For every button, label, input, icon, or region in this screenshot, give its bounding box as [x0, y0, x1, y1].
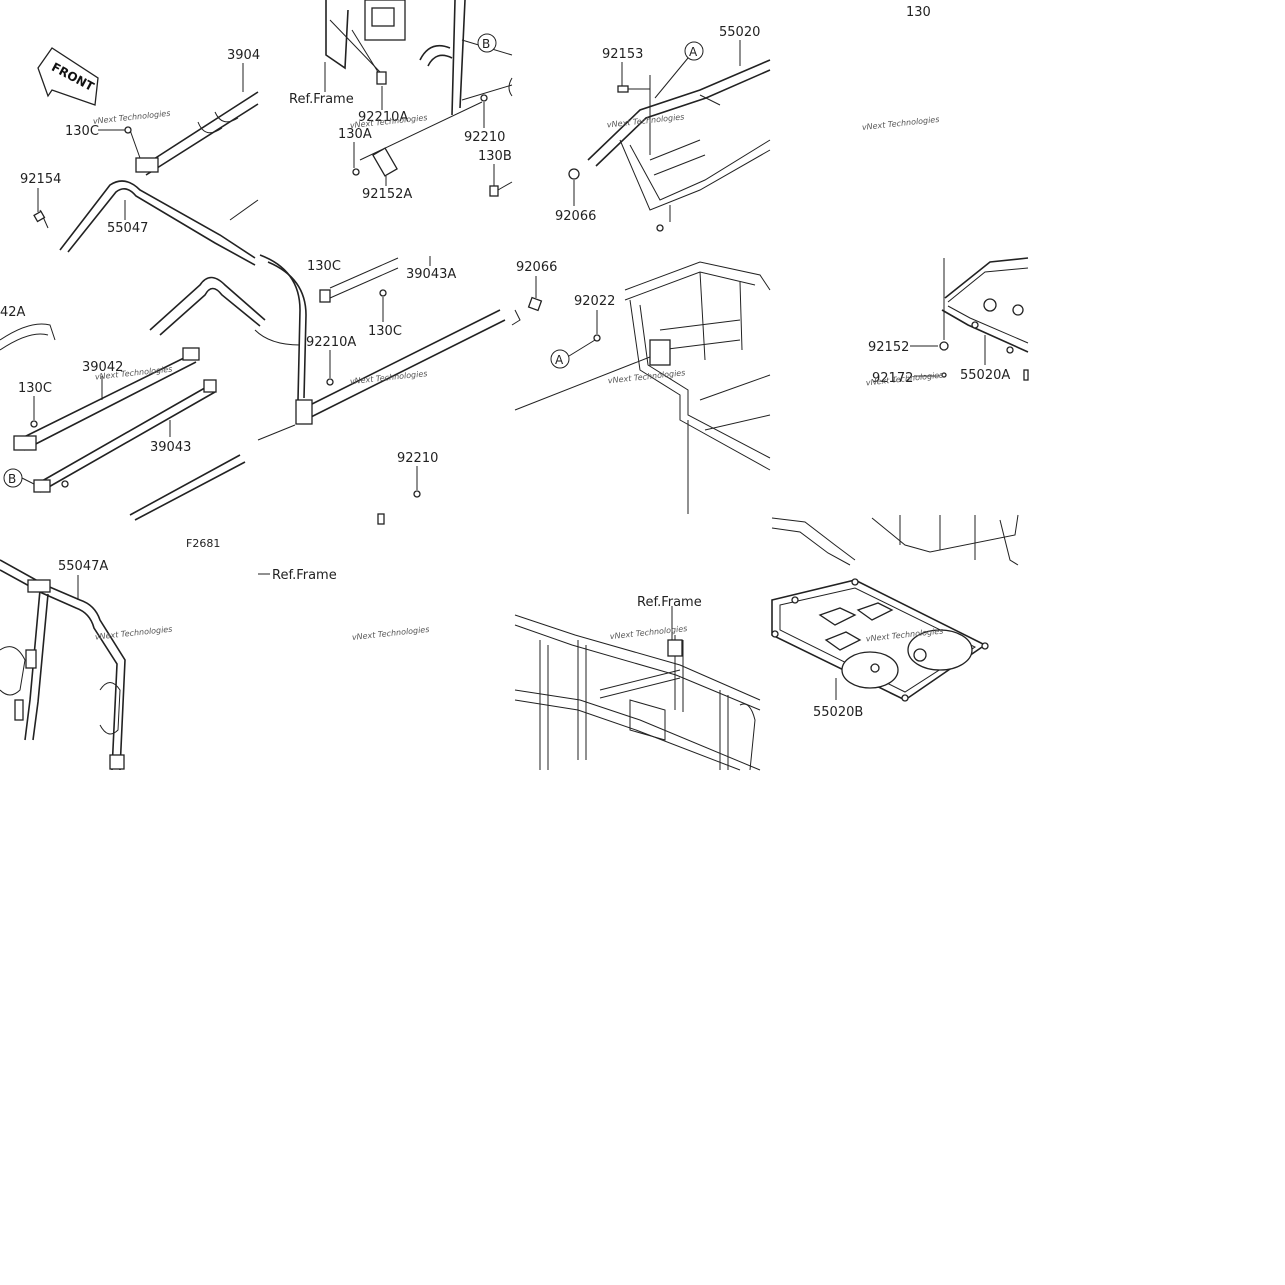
label-130c: 130C [65, 124, 99, 139]
skid-plate-55020b-panel: 55020B vNext Technologies [771, 514, 1019, 720]
watermark-1: vNext Technologies [92, 109, 170, 126]
label-55047: 55047 [107, 221, 148, 236]
label-55020: 55020 [719, 25, 760, 40]
label-92152a: 92152A [362, 187, 412, 202]
label-92210a: 92210A [358, 110, 408, 125]
label-55047a: 55047A [58, 559, 108, 574]
top-right-panel: 130 vNext Technologies [861, 5, 939, 132]
label-ref-frame-top: Ref.Frame [289, 92, 354, 107]
label-42a: 42A [0, 305, 26, 320]
label-39043: 39043 [150, 440, 191, 455]
label-92152: 92152 [868, 340, 909, 355]
frame-mounting-panel: A 92066 92022 vNext Technologies [511, 260, 771, 514]
callout-a-top: A [689, 45, 698, 59]
label-130c-lower: 130C [368, 324, 402, 339]
roll-cage-panel: B 42A 39042 130C 39043 130C 39043A 130C … [0, 254, 506, 525]
label-55020a: 55020A [960, 368, 1010, 383]
watermark-9: vNext Technologies [94, 625, 172, 642]
label-ref-frame-bottom: Ref.Frame [637, 595, 702, 610]
watermark-10: vNext Technologies [351, 625, 429, 642]
label-39043a: 39043A [406, 267, 456, 282]
label-130b: 130B [478, 149, 512, 164]
label-92153: 92153 [602, 47, 643, 62]
label-92210: 92210 [464, 130, 505, 145]
main-frame-panel: Ref.Frame vNext Technologies [514, 595, 761, 771]
bracket-panel: B Ref.Frame 92210A 130A 92210 130B 92152… [289, 0, 513, 202]
callout-b-top: B [482, 37, 490, 51]
roll-bar-55047-panel: 3904 130C 92154 55047 vNext Technologies [20, 48, 260, 266]
figure-code: F2681 [186, 537, 220, 550]
label-92066-top: 92066 [555, 209, 596, 224]
label-130: 130 [906, 5, 931, 20]
label-130c-right: 130C [307, 259, 341, 274]
label-92154: 92154 [20, 172, 61, 187]
watermark-6: vNext Technologies [349, 369, 427, 386]
label-92066-mid: 92066 [516, 260, 557, 275]
label-3904: 3904 [227, 48, 260, 63]
watermark-4: vNext Technologies [861, 115, 939, 132]
front-guard-55020-panel: A 92153 55020 92066 vNext Technologies [555, 25, 771, 232]
watermark-11: vNext Technologies [609, 624, 687, 641]
label-92210a-mid: 92210A [306, 335, 356, 350]
roll-bar-55047a-panel: F2681 55047A Ref.Frame vNext Technologie… [0, 537, 430, 771]
label-92210-mid: 92210 [397, 451, 438, 466]
watermark-7: vNext Technologies [607, 368, 685, 385]
label-39042: 39042 [82, 360, 123, 375]
label-92172: 92172 [872, 371, 913, 386]
front-direction-arrow: FRONT [37, 47, 99, 106]
label-92022: 92022 [574, 294, 615, 309]
callout-a-mid: A [555, 353, 564, 367]
skid-plate-55020a-panel: 92152 92172 55020A vNext Technologies [865, 257, 1029, 388]
label-130a: 130A [338, 127, 372, 142]
label-130c-mid: 130C [18, 381, 52, 396]
watermark-3: vNext Technologies [606, 112, 684, 129]
callout-b-mid: B [8, 472, 16, 486]
label-ref-frame-mid: Ref.Frame [272, 568, 337, 583]
label-55020b: 55020B [813, 705, 863, 720]
